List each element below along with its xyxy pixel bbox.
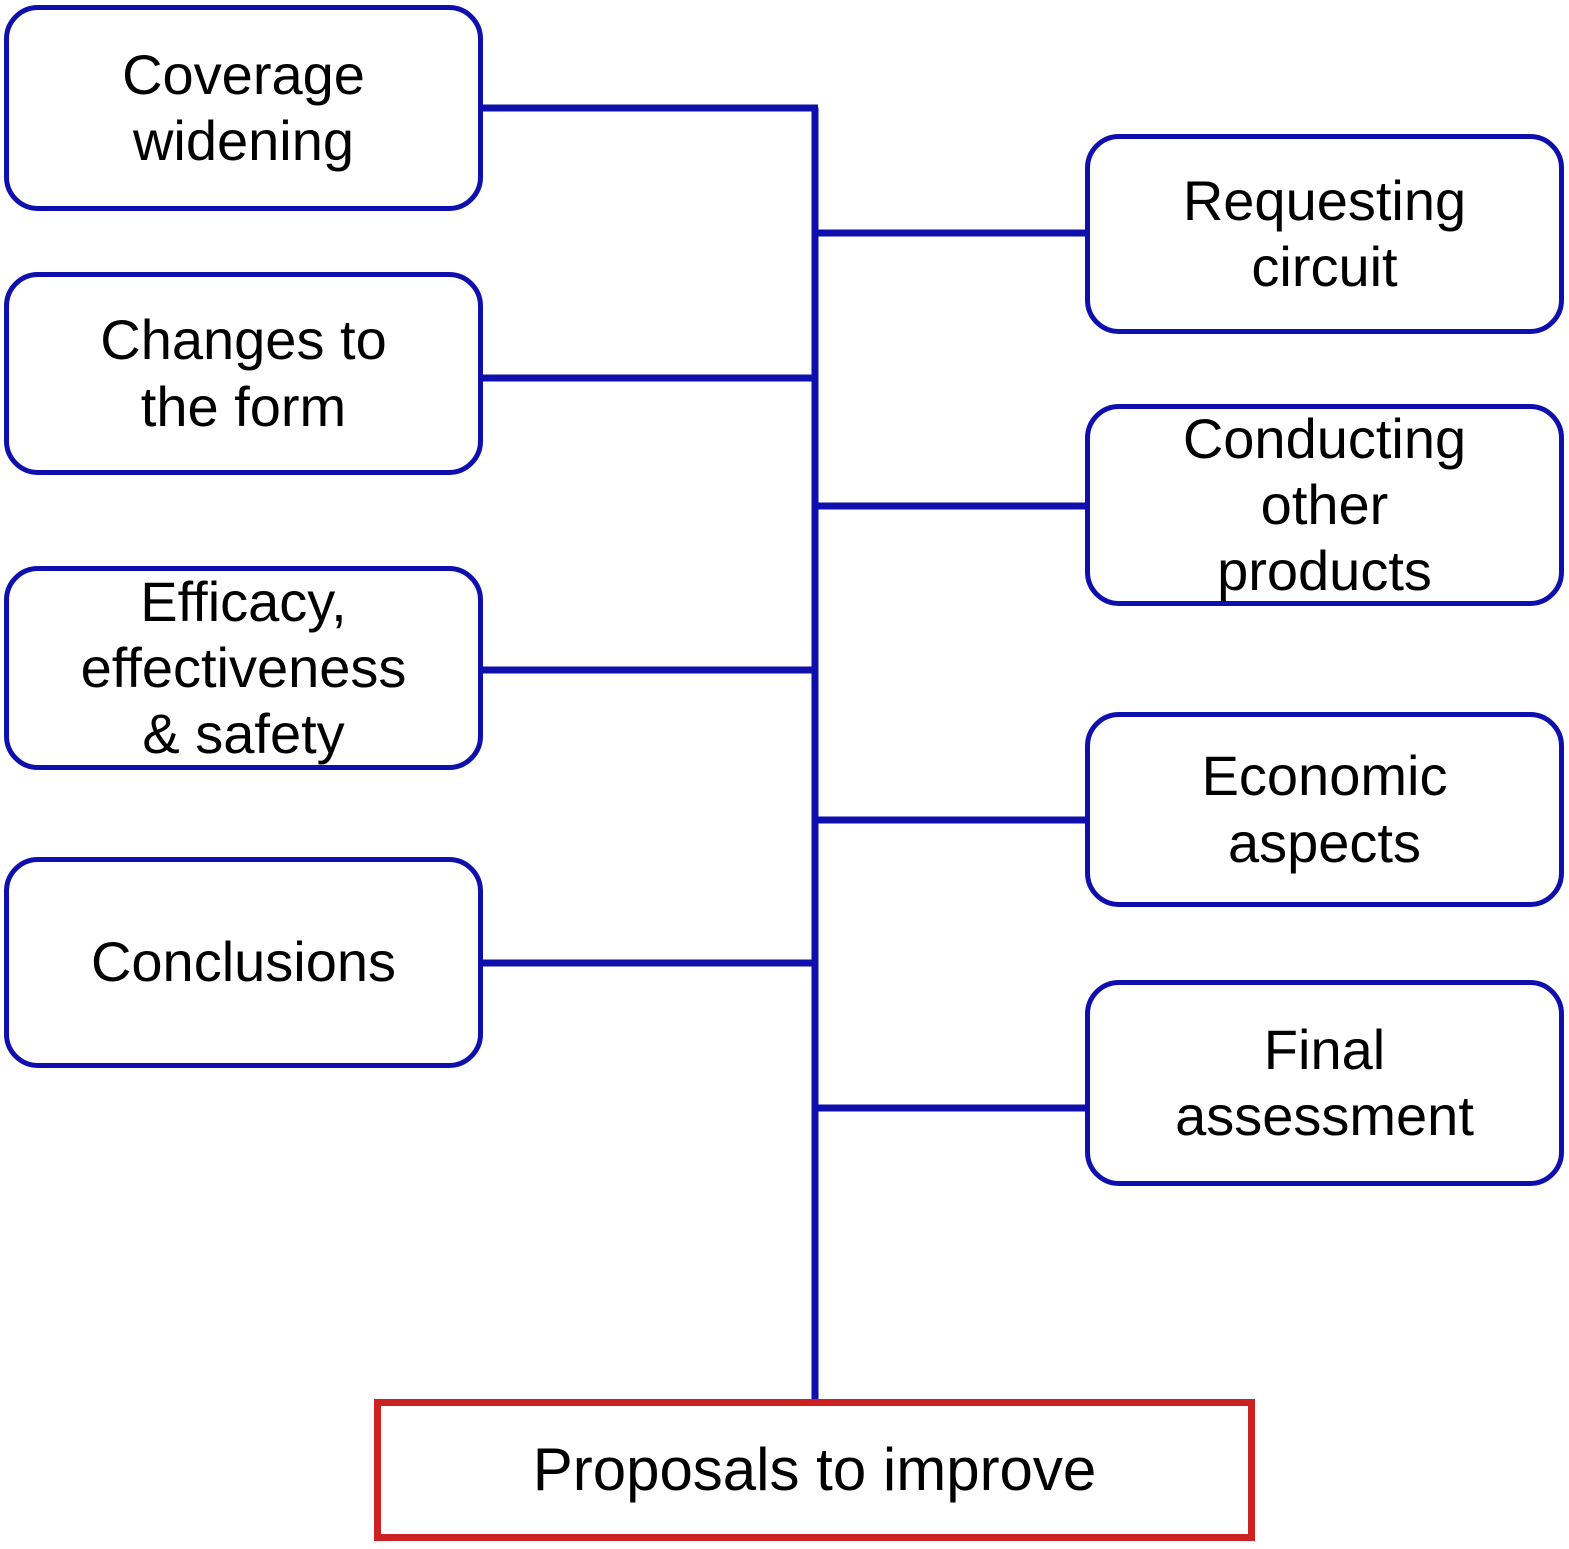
node-label: Conclusions <box>90 930 397 994</box>
node-efficacy-effectiveness-safety[interactable]: Efficacy, effectiveness & safety <box>4 566 483 770</box>
node-label: Changes to the form <box>100 308 387 438</box>
node-economic-aspects[interactable]: Economic aspects <box>1085 712 1564 907</box>
node-requesting-circuit[interactable]: Requesting circuit <box>1085 134 1564 334</box>
node-label: Final assessment <box>1175 1017 1474 1147</box>
node-conclusions[interactable]: Conclusions <box>4 857 483 1068</box>
node-coverage-widening[interactable]: Coverage widening <box>4 5 483 211</box>
node-label: Proposals to improve <box>532 1435 1097 1503</box>
node-label: Requesting circuit <box>1182 168 1467 298</box>
node-conducting-other-products[interactable]: Conducting other products <box>1085 404 1564 606</box>
node-final-assessment[interactable]: Final assessment <box>1085 980 1564 1186</box>
node-changes-to-the-form[interactable]: Changes to the form <box>4 272 483 475</box>
node-label: Efficacy, effectiveness & safety <box>80 569 407 766</box>
node-label: Coverage widening <box>122 42 365 172</box>
node-label: Conducting other products <box>1182 406 1467 603</box>
node-label: Economic aspects <box>1201 744 1448 874</box>
node-proposals-to-improve[interactable]: Proposals to improve <box>374 1399 1255 1541</box>
